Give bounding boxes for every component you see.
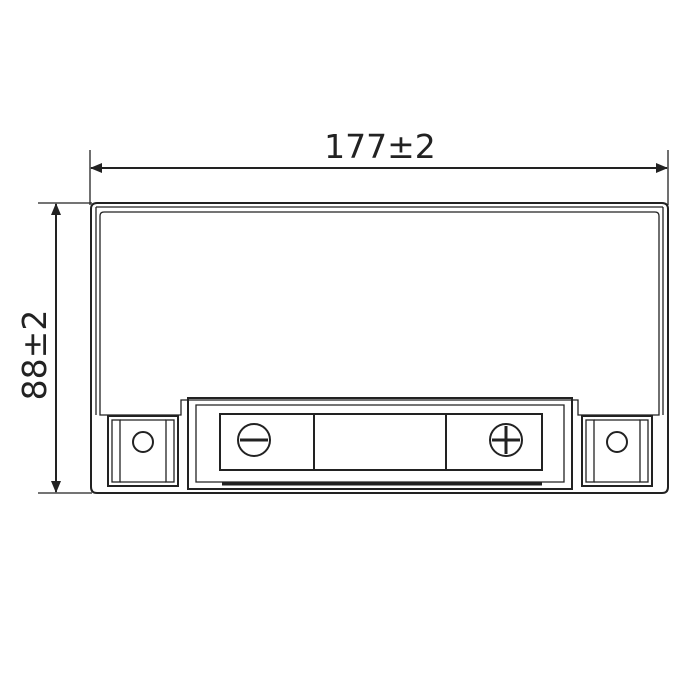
terminal-housing-step xyxy=(195,404,565,483)
battery-lid-inner xyxy=(99,211,660,416)
minus-terminal-icon xyxy=(237,423,271,457)
height-dimension: 88±2 xyxy=(15,202,92,494)
terminal-housing xyxy=(187,397,573,490)
battery-body xyxy=(90,202,669,494)
terminal-plate xyxy=(219,413,543,471)
width-dimension: 177±2 xyxy=(89,127,669,205)
right-handle-bracket xyxy=(581,415,653,487)
battery-outer-case xyxy=(90,202,669,494)
left-mount-hole xyxy=(132,431,154,453)
left-handle-bracket xyxy=(107,415,179,487)
center-label-block xyxy=(313,413,447,471)
width-dimension-label: 177±2 xyxy=(324,127,436,166)
plus-terminal-icon xyxy=(489,423,523,457)
height-dimension-label: 88±2 xyxy=(15,310,54,401)
right-mount-hole xyxy=(606,431,628,453)
